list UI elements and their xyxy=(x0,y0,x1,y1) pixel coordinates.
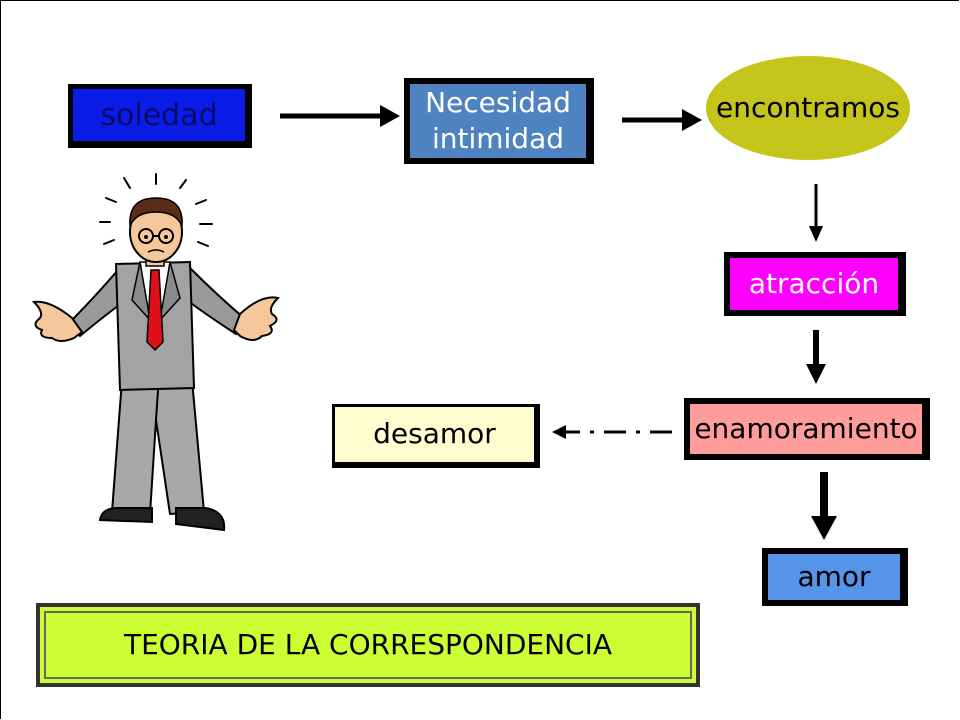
node-necesidad-line1: Necesidad xyxy=(425,85,571,119)
node-enamoramiento-label: enamoramiento xyxy=(694,411,918,445)
node-desamor: desamor xyxy=(332,404,540,468)
arrow-enamoramiento-amor xyxy=(811,472,837,540)
title-box: TEORIA DE LA CORRESPONDENCIA xyxy=(36,603,700,687)
node-amor: amor xyxy=(762,548,908,606)
node-encontramos-label: encontramos xyxy=(716,90,900,124)
confused-man-shrugging-icon xyxy=(31,173,280,532)
stress-lines xyxy=(99,173,213,247)
arrow-necesidad-encontramos xyxy=(622,109,702,131)
node-necesidad-intimidad: Necesidad intimidad xyxy=(404,78,594,164)
arrow-atraccion-enamoramiento xyxy=(806,330,826,384)
node-soledad: soledad xyxy=(68,84,252,148)
node-soledad-label: soledad xyxy=(100,97,218,133)
arrow-encontramos-atraccion xyxy=(809,184,823,242)
node-desamor-label: desamor xyxy=(373,417,496,451)
node-atraccion: atracción xyxy=(724,252,906,316)
node-encontramos: encontramos xyxy=(706,56,910,160)
arrow-enamoramiento-desamor xyxy=(552,425,672,439)
node-enamoramiento: enamoramiento xyxy=(684,398,930,460)
node-necesidad-line2: intimidad xyxy=(431,122,565,155)
arrow-soledad-necesidad xyxy=(280,105,400,127)
title-text: TEORIA DE LA CORRESPONDENCIA xyxy=(123,627,613,661)
node-atraccion-label: atracción xyxy=(748,266,880,300)
node-amor-label: amor xyxy=(797,559,871,593)
